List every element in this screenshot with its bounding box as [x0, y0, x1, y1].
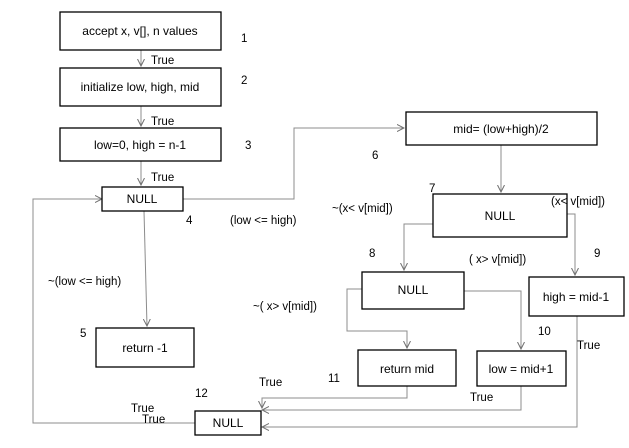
edge-null1-return-neg: [144, 210, 147, 326]
edge-null3-return-mid: [346, 288, 407, 348]
edge-null2-null3: [404, 223, 433, 270]
node-mid-label: mid= (low+high)/2: [453, 122, 549, 136]
node-assign-label: low=0, high = n-1: [94, 138, 186, 152]
node-mid: mid= (low+high)/2: [405, 111, 598, 146]
edge-high-end: [262, 316, 578, 427]
edge-labels: True True True (low <= high) ~(low <= hi…: [48, 55, 605, 426]
edges: [32, 50, 578, 427]
node-number: 7: [429, 183, 435, 195]
edge-null2-high: [567, 213, 575, 275]
edge-label-true: True: [151, 172, 174, 184]
node-high-update-label: high = mid-1: [543, 290, 610, 304]
node-low-update-label: low = mid+1: [489, 362, 554, 376]
node-return-mid-label: return mid: [380, 362, 434, 376]
node-null1: NULL: [101, 186, 184, 212]
edge-null1-mid: [183, 128, 404, 200]
node-number: 12: [195, 388, 208, 400]
edge-label-not-greater: ~( x> v[mid]): [253, 301, 317, 313]
edge-label-not-loop-condition: ~(low <= high): [48, 276, 121, 288]
edge-label-true: True: [470, 392, 493, 404]
node-low-update: low = mid+1: [476, 350, 567, 387]
node-null2: NULL: [432, 193, 568, 238]
node-init-label: initialize low, high, mid: [81, 80, 200, 94]
edge-low-end: [262, 386, 522, 410]
node-number: 2: [241, 75, 247, 87]
node-accept: accept x, v[], n values: [59, 11, 222, 51]
node-return-neg-label: return -1: [122, 341, 168, 355]
node-number: 1: [241, 33, 247, 45]
node-null-end-label: NULL: [213, 416, 244, 430]
node-return-mid: return mid: [357, 349, 457, 387]
node-init: initialize low, high, mid: [59, 67, 222, 107]
node-number: 4: [186, 215, 193, 227]
node-numbers: 1 2 3 4 5 6 7 8 9 10 11 12: [80, 33, 600, 400]
node-number: 10: [538, 326, 551, 338]
edge-return-mid-end: [262, 386, 408, 408]
edge-end-loop-back: [32, 199, 195, 424]
node-number: 3: [245, 140, 251, 152]
node-null3-label: NULL: [398, 283, 429, 297]
edge-null3-low: [464, 290, 521, 349]
node-number: 5: [80, 328, 86, 340]
node-number: 6: [372, 150, 378, 162]
node-null3: NULL: [361, 271, 465, 310]
node-accept-label: accept x, v[], n values: [82, 24, 197, 38]
node-null2-label: NULL: [485, 209, 516, 223]
node-high-update: high = mid-1: [528, 276, 625, 317]
node-number: 11: [328, 373, 340, 385]
node-return-neg: return -1: [95, 327, 195, 368]
edge-label-less: (x< v[mid]): [551, 196, 605, 208]
node-null1-label: NULL: [127, 192, 158, 206]
edge-label-greater: ( x> v[mid]): [469, 254, 526, 266]
node-number: 8: [369, 248, 375, 260]
node-null-end: NULL: [194, 410, 262, 436]
edge-label-true: True: [131, 403, 154, 415]
node-assign: low=0, high = n-1: [59, 127, 222, 162]
node-number: 9: [594, 248, 600, 260]
edge-label-true: True: [142, 414, 165, 426]
edge-label-loop-condition: (low <= high): [230, 215, 297, 227]
edge-label-true: True: [577, 340, 600, 352]
edge-label-not-less: ~(x< v[mid]): [332, 203, 393, 215]
edge-label-true: True: [259, 377, 282, 389]
edge-label-true: True: [151, 116, 174, 128]
edge-label-true: True: [151, 55, 174, 67]
